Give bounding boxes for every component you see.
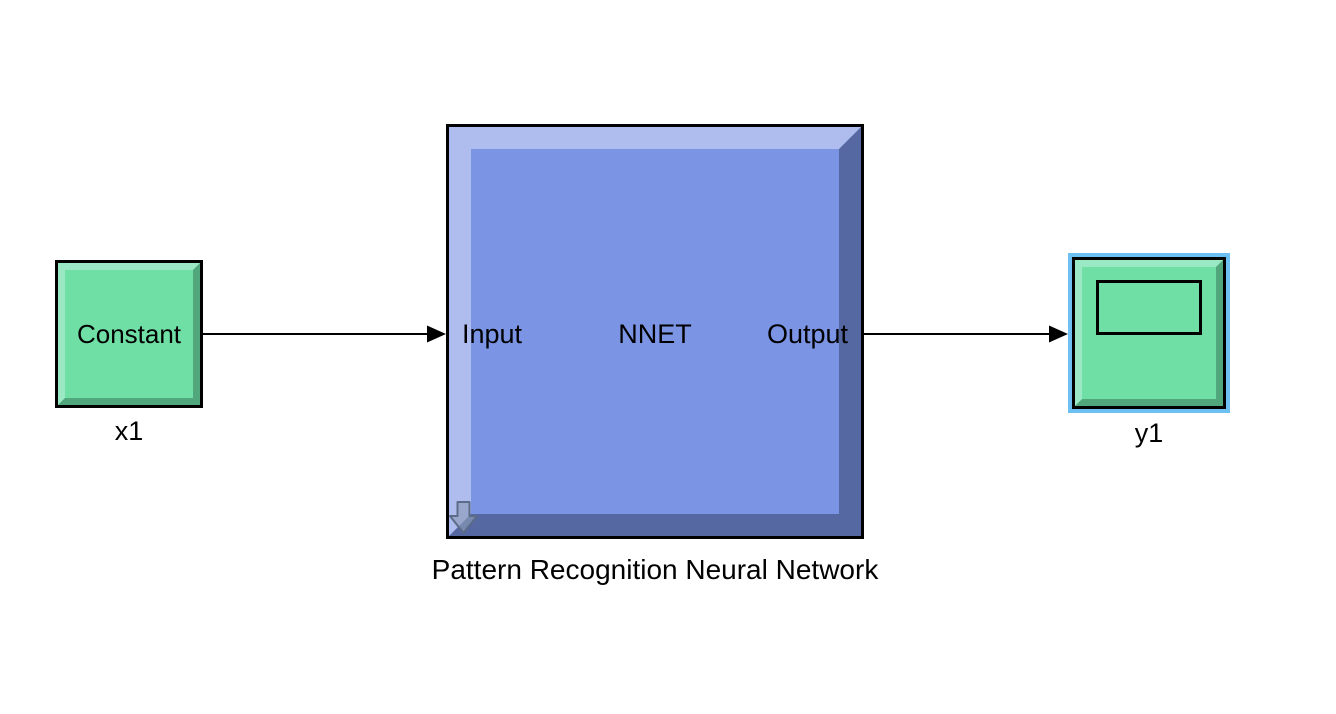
output-port-label: Output: [766, 319, 848, 349]
scope-block-border: [1072, 257, 1226, 409]
input-port-label: Input: [462, 319, 523, 349]
nnet-port-labels: Input NNET Output: [449, 313, 861, 355]
block-caption-x1[interactable]: x1: [114, 416, 144, 446]
nnet-center-label: NNET: [618, 319, 692, 349]
open-subsystem-arrow-icon[interactable]: [449, 500, 479, 536]
constant-block[interactable]: Constant: [55, 260, 203, 408]
signal-wire-nnet-to-y1[interactable]: [864, 325, 1068, 343]
nnet-subsystem-block[interactable]: Input NNET Output: [446, 124, 864, 539]
scope-block-y1[interactable]: [1068, 253, 1230, 413]
constant-block-label: Constant: [76, 319, 182, 349]
signal-wire-x1-to-nnet[interactable]: [203, 325, 446, 343]
scope-screen-icon: [1096, 280, 1202, 335]
block-caption-nnet[interactable]: Pattern Recognition Neural Network: [431, 554, 879, 585]
wire-arrowhead-icon: [427, 325, 446, 343]
scope-block-face: [1075, 260, 1223, 406]
nnet-block-face: [449, 127, 861, 536]
constant-block-face: Constant: [58, 263, 200, 405]
wire-arrowhead-icon: [1049, 325, 1068, 343]
block-caption-y1[interactable]: y1: [1134, 418, 1164, 448]
